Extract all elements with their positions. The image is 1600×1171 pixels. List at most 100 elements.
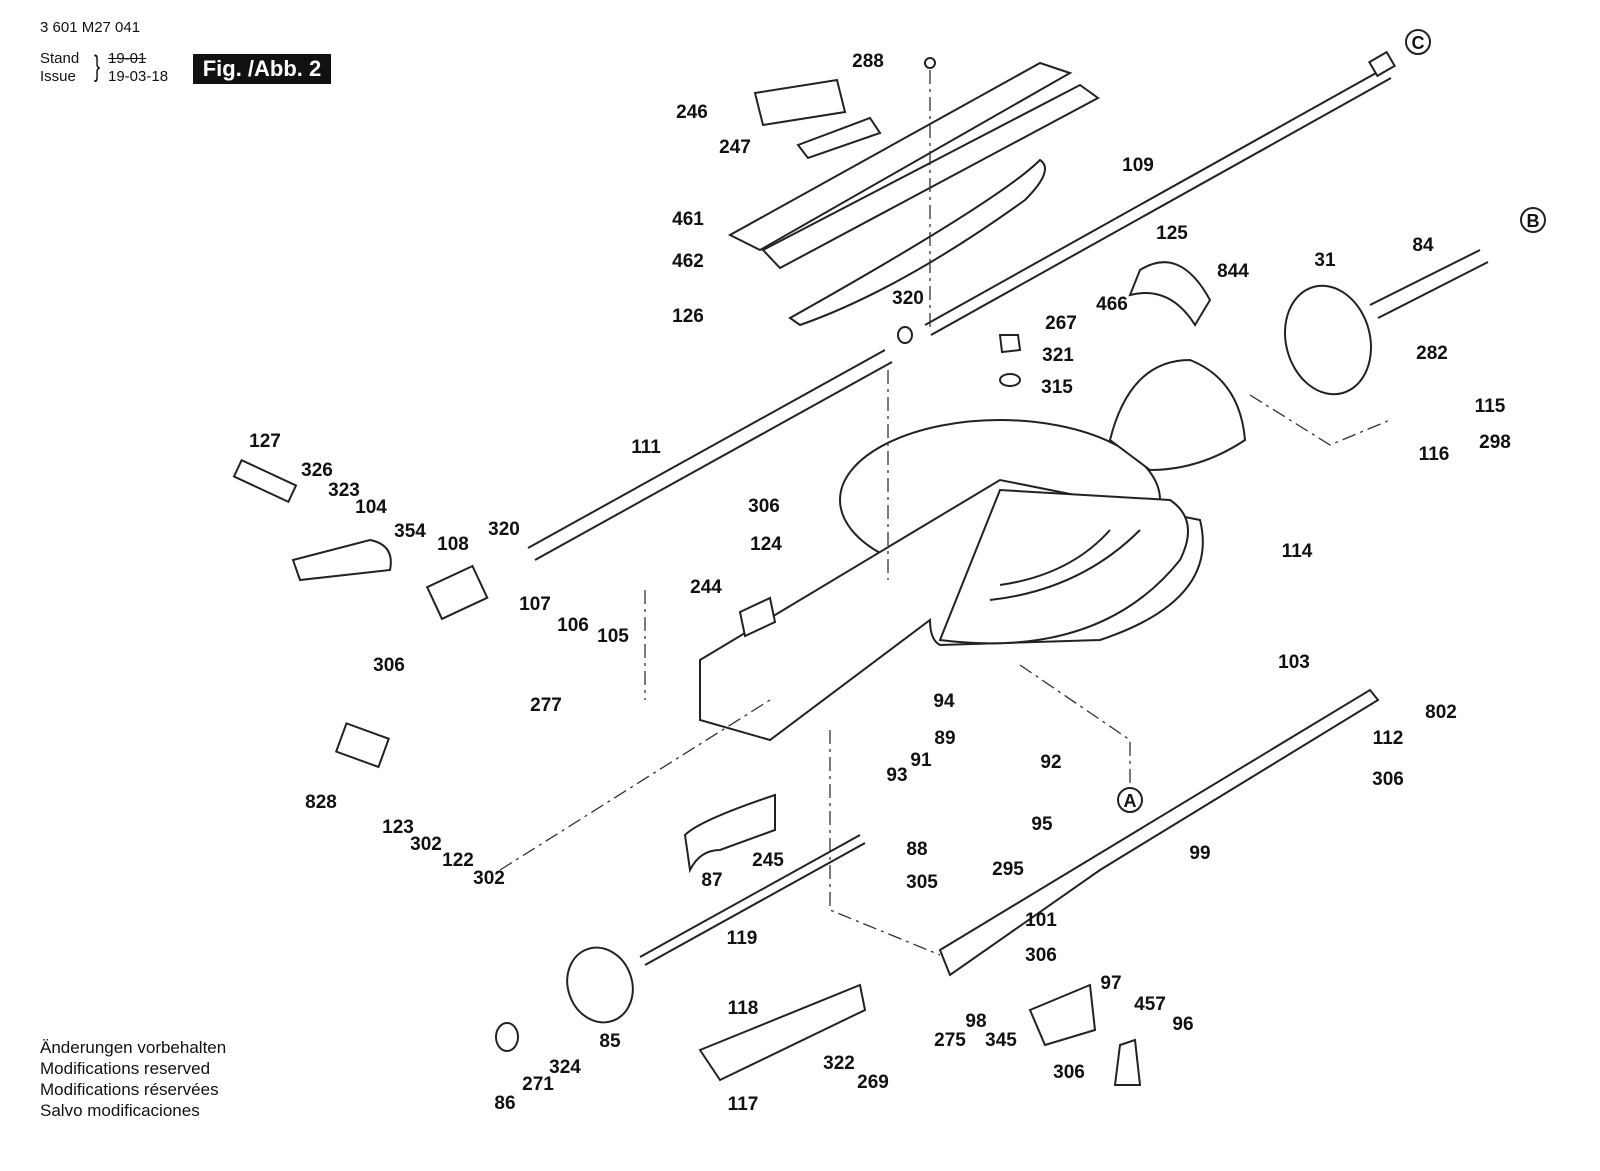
label-plate-247 xyxy=(796,116,882,160)
part-label-322: 322 xyxy=(823,1053,855,1074)
footer-line-en: Modifications reserved xyxy=(40,1059,211,1078)
part-label-98: 98 xyxy=(965,1011,986,1032)
part-label-117: 117 xyxy=(728,1094,759,1115)
part-label-320: 320 xyxy=(892,288,924,309)
fence-plate-462 xyxy=(761,83,1100,270)
part-label-461: 461 xyxy=(672,209,704,230)
reference-markers: C B A xyxy=(1117,29,1546,813)
part-label-127: 127 xyxy=(249,431,281,452)
part-label-96: 96 xyxy=(1172,1014,1193,1035)
lever-104 xyxy=(291,538,392,582)
marker-b-label: B xyxy=(1527,211,1540,231)
cap-86 xyxy=(495,1022,519,1052)
part-label-324: 324 xyxy=(549,1057,581,1078)
pin-127 xyxy=(232,458,298,504)
part-label-306: 306 xyxy=(373,655,405,676)
fence-plate-461 xyxy=(727,61,1073,252)
part-label-101: 101 xyxy=(1025,910,1057,931)
part-label-85: 85 xyxy=(599,1031,621,1052)
footer-line-de: Änderungen vorbehalten xyxy=(40,1038,227,1057)
part-label-326: 326 xyxy=(301,460,333,481)
assembly-lines xyxy=(499,70,1391,956)
fence-126 xyxy=(788,158,1046,327)
part-label-345: 345 xyxy=(985,1030,1017,1051)
part-label-302: 302 xyxy=(473,868,505,889)
rod-109 xyxy=(924,67,1392,336)
label-plate-246 xyxy=(753,78,847,127)
part-label-457: 457 xyxy=(1134,994,1166,1015)
issue-date: 19-03-18 xyxy=(108,68,169,85)
part-label-306: 306 xyxy=(1372,769,1404,790)
housing-117 xyxy=(698,983,867,1082)
part-label-118: 118 xyxy=(728,998,759,1019)
revision-dates: 19-01 19-03-18 xyxy=(108,50,168,86)
part-label-282: 282 xyxy=(1416,343,1448,364)
part-label-802: 802 xyxy=(1425,702,1457,723)
part-label-321: 321 xyxy=(1042,345,1074,366)
part-label-114: 114 xyxy=(1282,541,1313,562)
handle-96 xyxy=(1113,1038,1142,1086)
part-label-246: 246 xyxy=(676,102,708,123)
part-label-126: 126 xyxy=(672,306,704,327)
marker-b xyxy=(1520,207,1546,233)
part-label-267: 267 xyxy=(1045,313,1077,334)
part-label-108: 108 xyxy=(437,534,469,555)
part-label-320: 320 xyxy=(488,519,520,540)
rod-87 xyxy=(639,834,866,966)
label-244 xyxy=(738,596,777,638)
part-label-275: 275 xyxy=(934,1030,966,1051)
part-label-245: 245 xyxy=(752,850,784,871)
part-label-295: 295 xyxy=(992,859,1024,880)
part-label-844: 844 xyxy=(1217,261,1249,282)
part-label-105: 105 xyxy=(597,626,629,647)
part-label-106: 106 xyxy=(557,615,589,636)
part-label-116: 116 xyxy=(1419,444,1450,465)
old-date: 19-01 xyxy=(108,50,147,67)
turntable-slots xyxy=(989,529,1141,601)
part-label-99: 99 xyxy=(1189,843,1210,864)
footer-notes: Änderungen vorbehalten Modifications res… xyxy=(40,1037,226,1121)
part-label-247: 247 xyxy=(719,137,751,158)
part-label-302: 302 xyxy=(410,834,442,855)
part-label-115: 115 xyxy=(1475,396,1506,417)
scale-125 xyxy=(1128,261,1212,327)
sleeve xyxy=(1367,50,1397,78)
document-code: 3 601 M27 041 xyxy=(40,19,141,36)
part-label-109: 109 xyxy=(1122,155,1154,176)
marker-a xyxy=(1117,787,1143,813)
fence-assembly xyxy=(727,57,1100,327)
turntable-front xyxy=(938,488,1189,645)
footer-line-es: Salvo modificaciones xyxy=(40,1101,200,1120)
stand-issue-labels: Stand Issue xyxy=(40,50,79,86)
part-label-269: 269 xyxy=(857,1072,889,1093)
part-label-315: 315 xyxy=(1041,377,1073,398)
part-label-87: 87 xyxy=(701,870,722,891)
part-label-95: 95 xyxy=(1031,814,1053,835)
part-label-97: 97 xyxy=(1100,973,1121,994)
part-label-306: 306 xyxy=(1025,945,1057,966)
part-label-94: 94 xyxy=(933,691,955,712)
part-label-305: 305 xyxy=(906,872,938,893)
knob-85 xyxy=(566,946,634,1024)
part-label-111: 111 xyxy=(631,437,661,458)
rod-111 xyxy=(527,349,893,561)
part-label-323: 323 xyxy=(328,480,360,501)
part-label-828: 828 xyxy=(305,792,337,813)
blade-guard xyxy=(1108,358,1247,472)
part-label-288: 288 xyxy=(852,51,884,72)
base-table xyxy=(699,358,1247,742)
part-label-92: 92 xyxy=(1040,752,1061,773)
part-label-91: 91 xyxy=(910,750,932,771)
part-label-104: 104 xyxy=(355,497,387,518)
marker-a-label: A xyxy=(1124,791,1137,811)
part-label-88: 88 xyxy=(906,839,927,860)
part-label-103: 103 xyxy=(1278,652,1310,673)
part-label-123: 123 xyxy=(382,817,414,838)
part-label-354: 354 xyxy=(394,521,426,542)
bracket-97 xyxy=(1028,983,1097,1047)
part-label-244: 244 xyxy=(690,577,722,598)
part-label-86: 86 xyxy=(494,1093,515,1114)
part-label-124: 124 xyxy=(750,534,782,555)
issue-label: Issue xyxy=(40,68,76,85)
